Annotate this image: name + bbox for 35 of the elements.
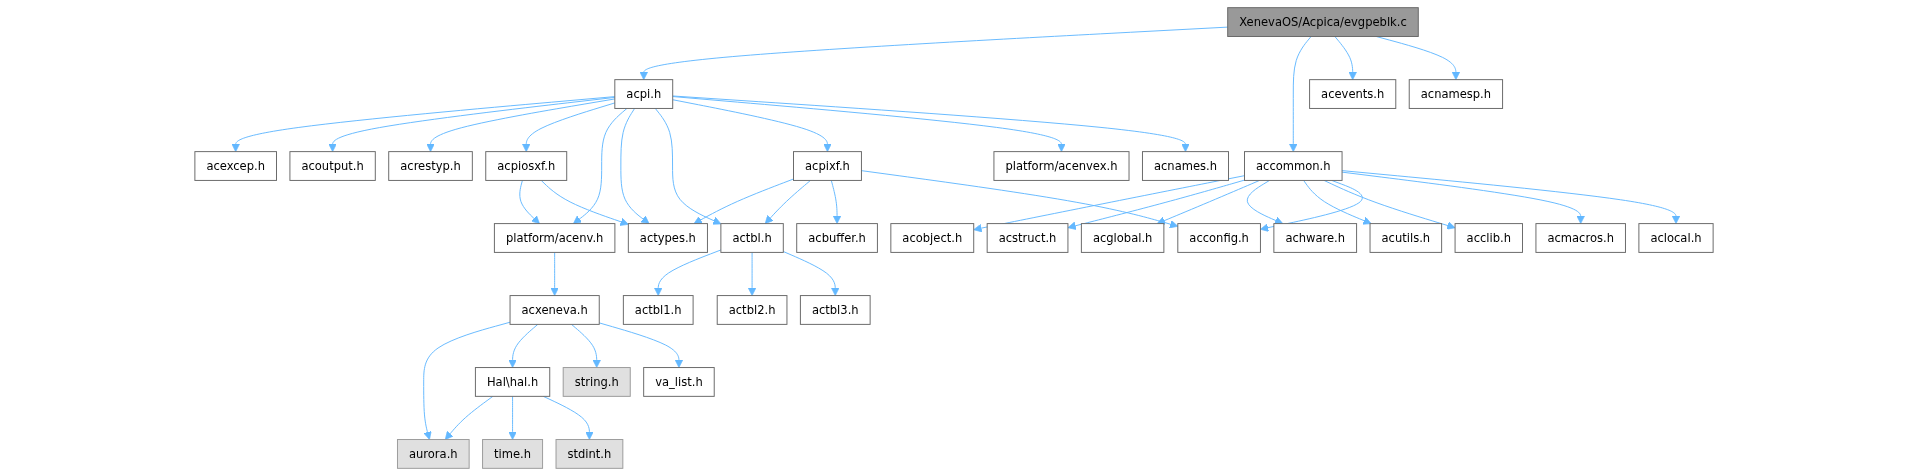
node-box: time.h xyxy=(482,439,544,469)
node-box: acpi.h xyxy=(614,79,674,109)
node-box: Hal\hal.h xyxy=(474,367,551,397)
node-box: acoutput.h xyxy=(289,151,376,181)
node-box: acstruct.h xyxy=(986,223,1069,253)
node-box: XenevaOS/Acpica/evgpeblk.c xyxy=(1227,7,1419,37)
node-box: acpiosxf.h xyxy=(485,151,568,181)
node-box: acconfig.h xyxy=(1177,223,1261,253)
node-box: acglobal.h xyxy=(1080,223,1165,253)
node-box: actypes.h xyxy=(627,223,708,253)
node-box: actbl1.h xyxy=(622,295,694,325)
node-box: acpixf.h xyxy=(793,151,862,181)
node-box: string.h xyxy=(562,367,631,397)
node-box: acxeneva.h xyxy=(509,295,600,325)
node-box: acnamesp.h xyxy=(1408,79,1504,109)
node-box: accommon.h xyxy=(1244,151,1343,181)
node-box: acexcep.h xyxy=(194,151,277,181)
node-box: acutils.h xyxy=(1369,223,1443,253)
node-box: acclib.h xyxy=(1454,223,1523,253)
node-box: acevents.h xyxy=(1309,79,1397,109)
node-box: acbuffer.h xyxy=(796,223,878,253)
node-box: aurora.h xyxy=(396,439,470,469)
node-box: acrestyp.h xyxy=(388,151,473,181)
node-box: actbl.h xyxy=(720,223,784,253)
node-box: va_list.h xyxy=(643,367,715,397)
node-box: platform/acenv.h xyxy=(493,223,616,253)
node-box: acobject.h xyxy=(890,223,975,253)
node-box: acmacros.h xyxy=(1535,223,1626,253)
node-box: aclocal.h xyxy=(1638,223,1714,253)
node-box: actbl2.h xyxy=(716,295,788,325)
node-box: actbl3.h xyxy=(799,295,871,325)
node-box: stdint.h xyxy=(555,439,624,469)
node-box: acnames.h xyxy=(1142,151,1229,181)
node-box: platform/acenvex.h xyxy=(993,151,1130,181)
node-box: achware.h xyxy=(1273,223,1358,253)
